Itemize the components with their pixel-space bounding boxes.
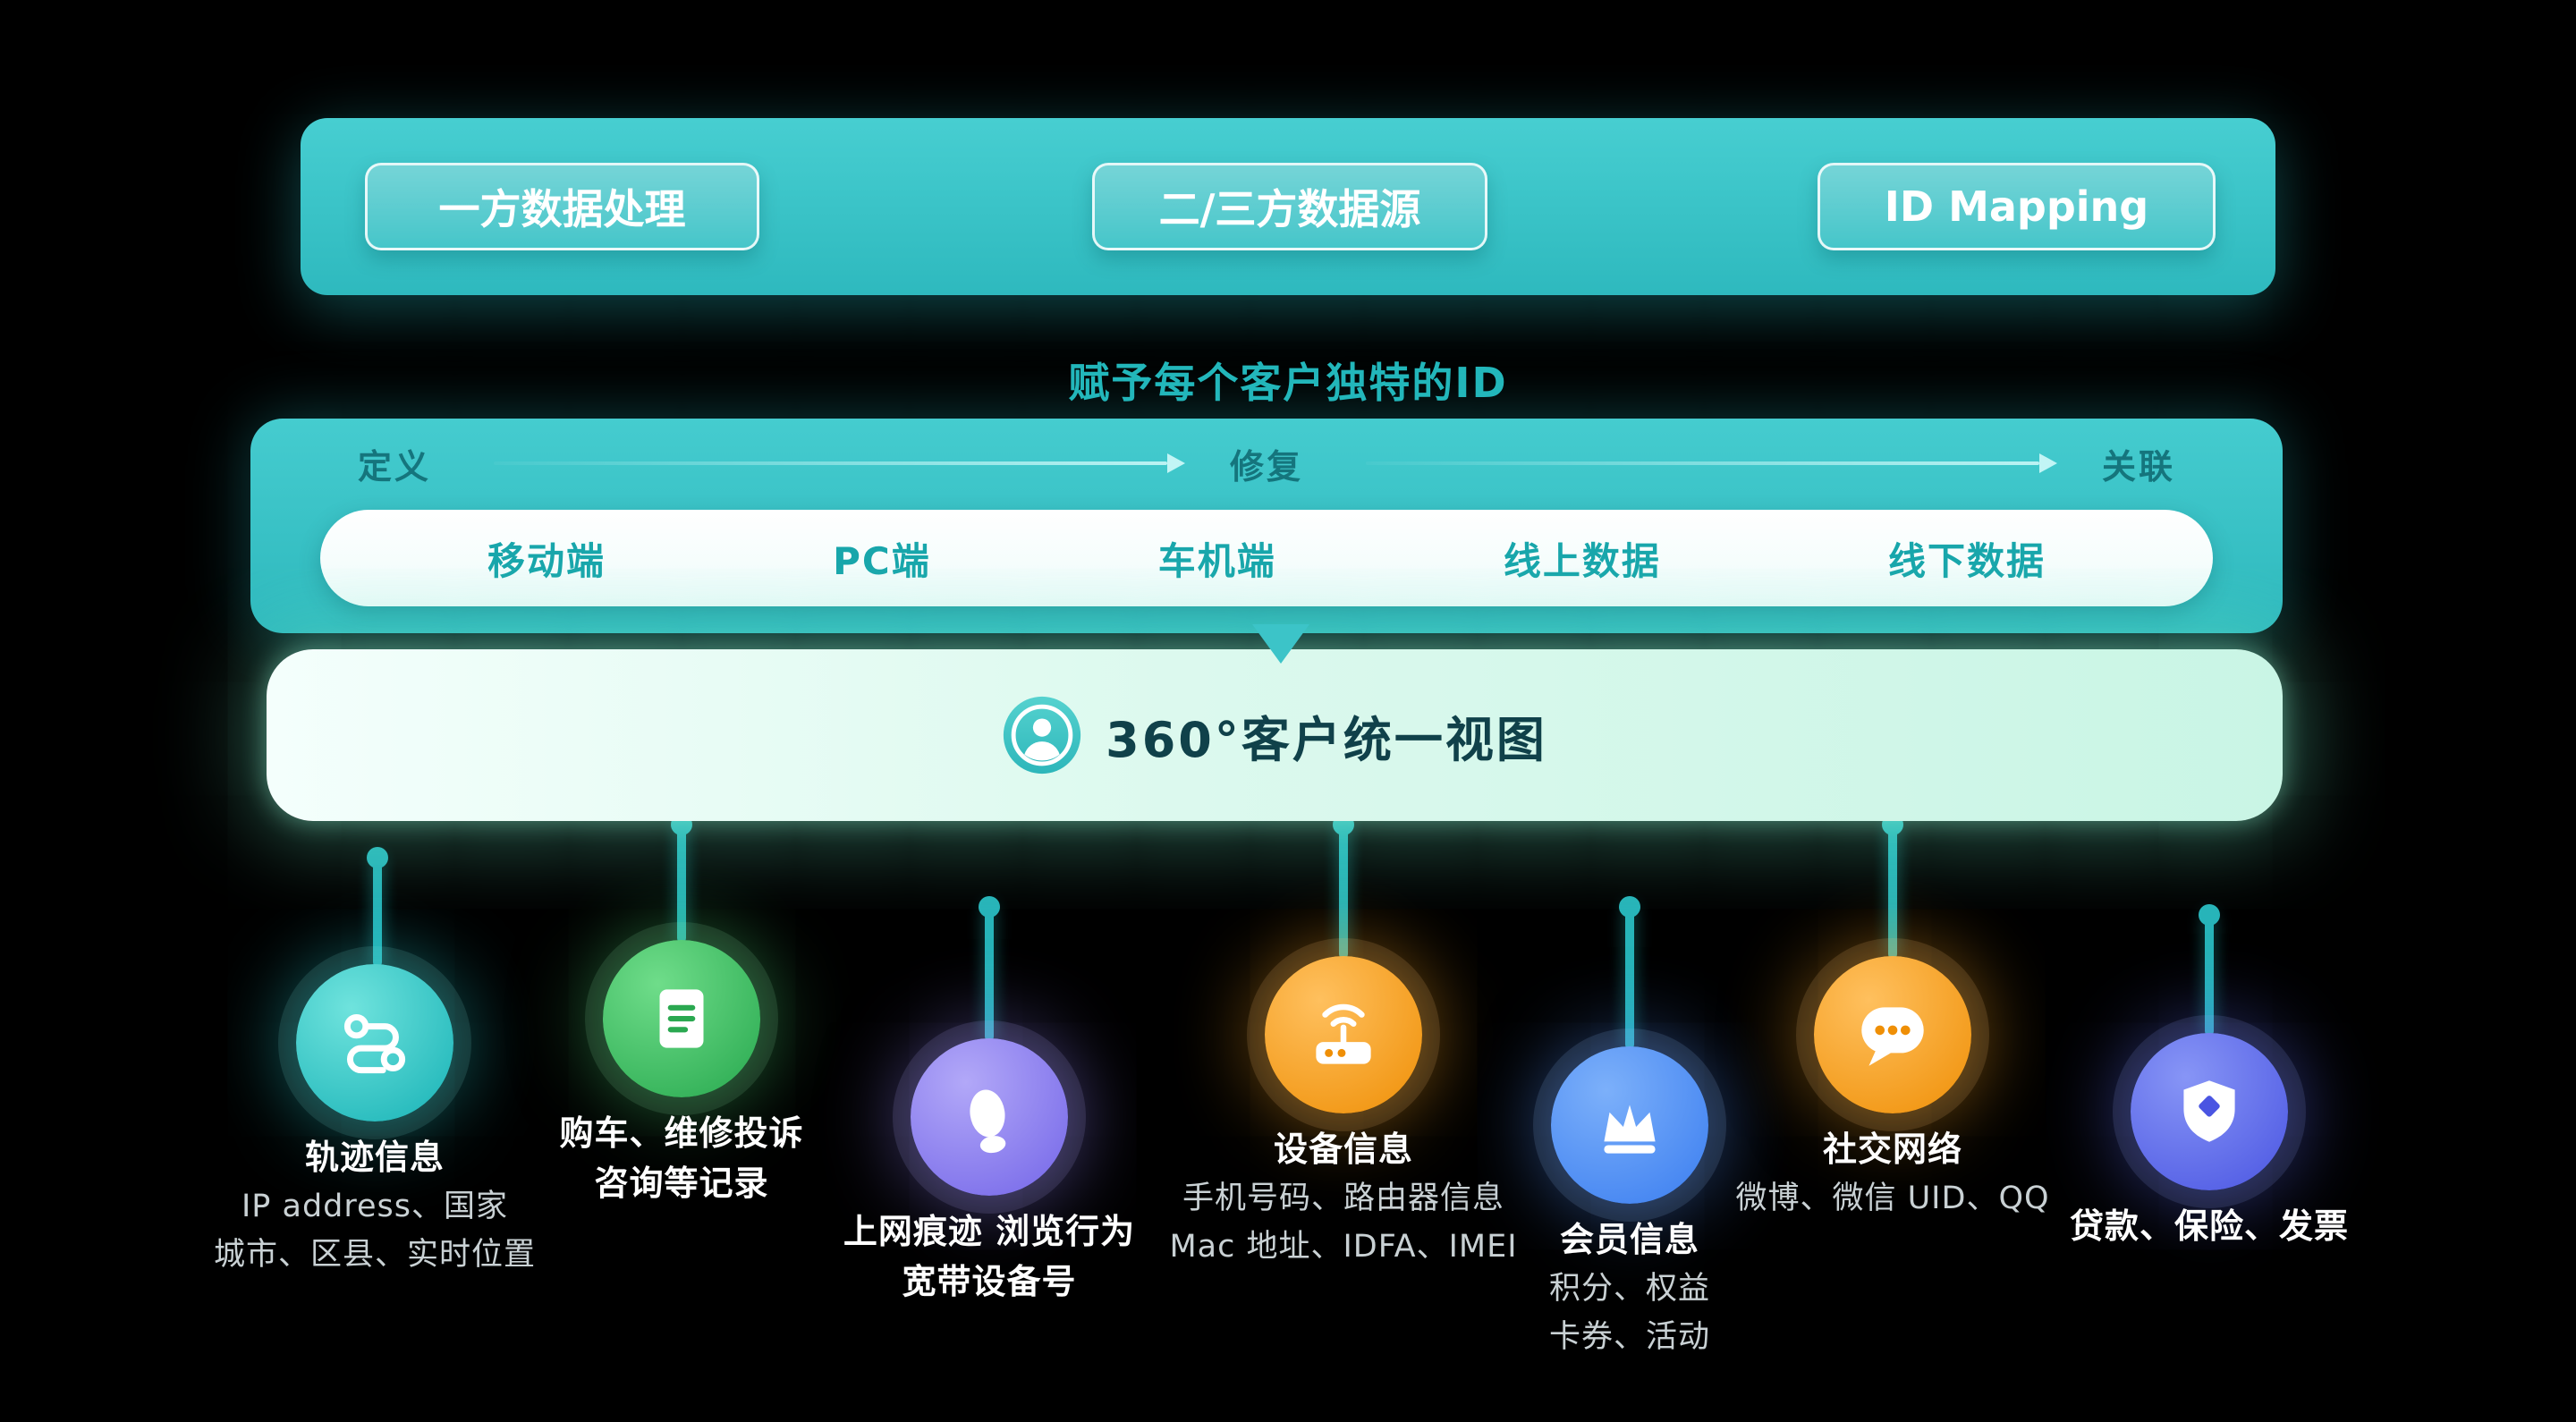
source-title: 宽带设备号 — [902, 1262, 1077, 1301]
source-title: 设备信息 — [1273, 1130, 1413, 1169]
source-social-network: 社交网络 微博、微信 UID、QQ — [1687, 956, 2098, 1223]
connector-line — [1882, 814, 1903, 959]
button-first-party-data[interactable]: 一方数据处理 — [365, 163, 759, 250]
chat-icon — [1814, 956, 1971, 1113]
connector-line — [1333, 814, 1354, 959]
channel-car: 车机端 — [1157, 538, 1276, 583]
route-icon — [296, 964, 453, 1122]
arrow-right-icon — [494, 453, 1185, 473]
source-detail: 微博、微信 UID、QQ — [1735, 1181, 2050, 1216]
source-detail: 手机号码、路由器信息 — [1182, 1181, 1504, 1216]
router-icon — [1265, 956, 1422, 1113]
unified-view-bar: 360°客户统一视图 — [267, 649, 2283, 821]
source-detail: 卡券、活动 — [1548, 1319, 1710, 1355]
crown-icon — [1551, 1046, 1708, 1204]
source-device-info: 设备信息 手机号码、路由器信息 Mac 地址、IDFA、IMEI — [1138, 956, 1549, 1271]
source-title: 贷款、保险、发票 — [2069, 1206, 2349, 1246]
source-title: 社交网络 — [1822, 1130, 1962, 1169]
document-icon — [603, 940, 760, 1097]
connector-line — [2199, 904, 2220, 1036]
unique-id-heading: 赋予每个客户独特的ID — [1068, 359, 1508, 407]
footprint-icon — [911, 1038, 1068, 1196]
source-detail: 城市、区县、实时位置 — [213, 1237, 536, 1273]
stage-define: 定义 — [358, 446, 432, 487]
channel-pc: PC端 — [833, 538, 931, 583]
source-purchase-service-records: 购车、维修投诉 咨询等记录 — [476, 940, 887, 1208]
stage-associate: 关联 — [2102, 446, 2176, 487]
unified-view-label: 360°客户统一视图 — [1106, 711, 1547, 768]
source-detail: IP address、国家 — [241, 1189, 509, 1224]
source-member-info: 会员信息 积分、权益 卡券、活动 — [1424, 1046, 1835, 1361]
source-title: 咨询等记录 — [594, 1164, 769, 1203]
source-title: 上网痕迹 浏览行为 — [843, 1212, 1136, 1251]
source-browsing-traces: 上网痕迹 浏览行为 宽带设备号 — [784, 1038, 1195, 1307]
connector-line — [671, 814, 692, 943]
connector-line — [367, 847, 388, 967]
stage-repair: 修复 — [1230, 446, 1304, 487]
channel-online-data: 线上数据 — [1503, 538, 1661, 583]
connector-line — [979, 896, 1000, 1041]
button-second-third-party-source[interactable]: 二/三方数据源 — [1092, 163, 1487, 250]
source-title: 会员信息 — [1559, 1220, 1699, 1259]
top-banner: 一方数据处理 二/三方数据源 ID Mapping — [301, 118, 2275, 295]
source-detail: 积分、权益 — [1548, 1271, 1710, 1307]
source-detail: Mac 地址、IDFA、IMEI — [1169, 1229, 1518, 1265]
down-arrow-icon — [1252, 624, 1309, 664]
stage-row: 定义 修复 关联 — [250, 438, 2283, 488]
channel-offline-data: 线下数据 — [1887, 538, 2046, 583]
id-process-panel: 定义 修复 关联 移动端 PC端 车机端 线上数据 线下数据 — [250, 419, 2283, 633]
source-finance-records: 贷款、保险、发票 — [2004, 1033, 2415, 1251]
button-id-mapping[interactable]: ID Mapping — [1818, 163, 2216, 250]
source-trajectory-info: 轨迹信息 IP address、国家 城市、区县、实时位置 — [169, 964, 580, 1279]
connector-line — [1619, 896, 1640, 1049]
source-title: 轨迹信息 — [304, 1138, 445, 1177]
arrow-right-icon — [1366, 453, 2057, 473]
channel-bar: 移动端 PC端 车机端 线上数据 线下数据 — [320, 510, 2213, 606]
channel-mobile: 移动端 — [487, 538, 606, 583]
shield-icon — [2131, 1033, 2288, 1190]
source-title: 购车、维修投诉 — [559, 1113, 804, 1153]
person-icon — [1002, 695, 1082, 775]
